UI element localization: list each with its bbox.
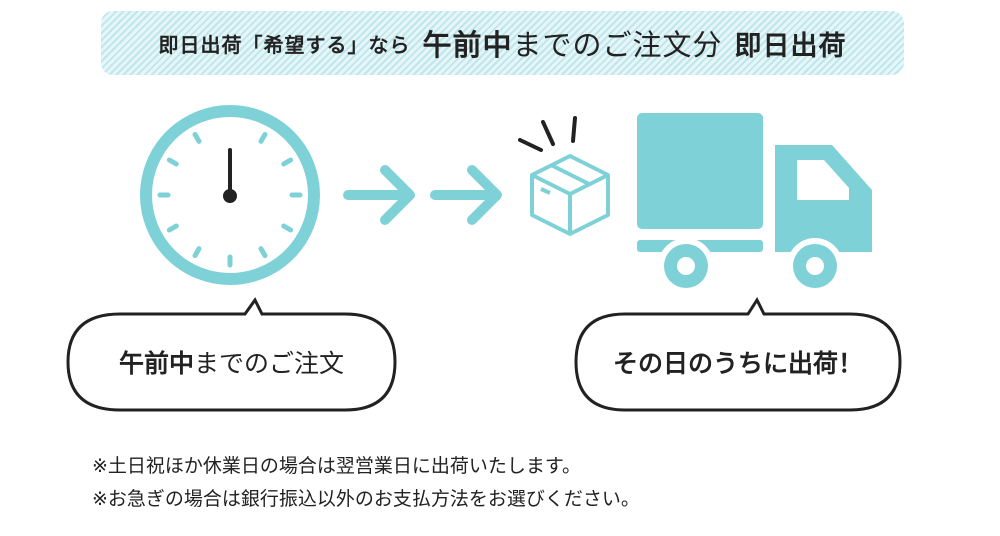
- note: ※お急ぎの場合は銀行振込以外のお支払方法をお選びください。: [92, 488, 640, 510]
- left-rest: までのご注文: [194, 349, 345, 378]
- speech-bubble-left: [66, 297, 397, 412]
- clock-tick: [258, 131, 268, 144]
- clock-tick: [281, 157, 294, 167]
- clock-tick: [166, 157, 179, 167]
- right-bubble-text: その日のうちに出荷！: [612, 349, 863, 378]
- note: ※土日祝ほか休業日の場合は翌営業日に出荷いたします。: [92, 455, 582, 477]
- same-day-shipping-banner: 即日出荷「希望する」なら 午前中までのご注文分 即日出荷: [101, 11, 904, 75]
- package-icon: [518, 116, 610, 236]
- banner-prefix: 即日出荷「希望する」なら: [158, 32, 411, 57]
- banner-highlight: 午前中までのご注文分: [410, 22, 729, 68]
- arrow-icon: [343, 165, 502, 225]
- left-bold: 午前中: [118, 349, 194, 378]
- clock-tick: [258, 246, 268, 259]
- truck-icon: [637, 113, 872, 294]
- clock-tick: [192, 246, 202, 259]
- highlight-rest: までのご注文分: [512, 28, 723, 62]
- speech-bubble-right: [574, 296, 902, 412]
- notes: ※土日祝ほか休業日の場合は翌営業日に出荷いたします。 ※お急ぎの場合は銀行振込以…: [92, 450, 640, 516]
- clock-tick: [192, 131, 202, 144]
- clock-tick: [281, 223, 294, 233]
- left-bubble-text: 午前中までのご注文: [68, 344, 395, 380]
- banner-suffix: 即日出荷: [734, 30, 847, 62]
- clock-icon: [140, 105, 320, 285]
- highlight-bold: 午前中: [422, 28, 513, 62]
- clock-tick: [166, 223, 179, 233]
